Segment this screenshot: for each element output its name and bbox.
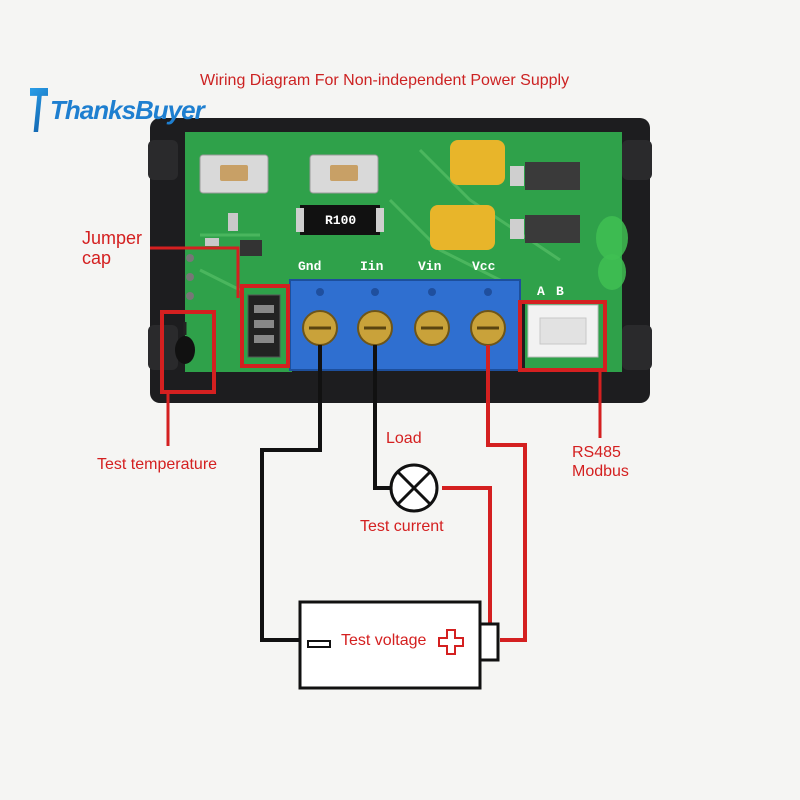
terminal-label-gnd: Gnd [298, 259, 322, 274]
smd-component [240, 240, 262, 256]
gnd-wire [260, 345, 322, 642]
housing-clip [622, 325, 652, 370]
terminal-label-vcc: Vcc [472, 259, 496, 274]
test-temperature-label: Test temperature [97, 456, 218, 473]
terminal-screw-holes [316, 288, 492, 296]
rs485-connector-socket [539, 317, 587, 345]
rs485-pin-a: A [537, 284, 545, 299]
tactile-button-cap [220, 165, 248, 181]
diagram-title: Wiring Diagram For Non-independent Power… [200, 72, 570, 89]
jumper-highlight-box [240, 284, 290, 368]
terminal-screws [302, 310, 506, 346]
rs485-pin-b: B [556, 284, 564, 299]
sensor-highlight-box [160, 310, 216, 394]
led-indicator [596, 216, 628, 260]
jumper-pin [254, 320, 274, 328]
housing-clip [148, 140, 178, 180]
minus-sign-icon [307, 640, 331, 648]
iin-wire [373, 345, 390, 490]
terminal-label-iin: Iin [360, 259, 384, 274]
led-indicator [598, 254, 626, 290]
load-lamp-cross [396, 470, 432, 506]
capacitor [450, 140, 505, 185]
jumper-pin [254, 335, 274, 343]
test-voltage-label: Test voltage [341, 632, 427, 649]
resistor-pad [376, 208, 384, 232]
rs485-highlight-box [518, 300, 607, 372]
smd-component [228, 213, 238, 231]
load-label: Load [386, 430, 422, 447]
jumper-cap-label: Jumper cap [82, 228, 142, 268]
jumper-cap-label-line2: cap [82, 248, 112, 268]
shunt-resistor [300, 205, 380, 235]
pcb-board [185, 132, 622, 372]
capacitor [430, 205, 495, 250]
resistor-pad [296, 208, 304, 232]
diode-pad [510, 219, 524, 239]
diode [525, 162, 580, 190]
resistor-label: R100 [325, 213, 357, 228]
brand-logo: ThanksBuyer [30, 88, 205, 132]
test-current-label: Test current [360, 518, 444, 535]
load-wire [442, 486, 492, 630]
smd-component [205, 238, 219, 246]
jumper-pin [254, 305, 274, 313]
housing-clip [622, 140, 652, 180]
diode-pad [510, 166, 524, 186]
jumper-cap-label-line1: Jumper [82, 228, 143, 248]
jumper-leader-line [150, 246, 240, 298]
temperature-sensor [175, 336, 195, 364]
terminal-label-vin: Vin [418, 259, 442, 274]
brand-logo-icon [30, 88, 48, 132]
rs485-label-line1: RS485 [572, 444, 621, 461]
pin-header [186, 254, 194, 300]
rs485-modbus-label: RS485 Modbus [572, 443, 629, 481]
battery-terminal [478, 622, 500, 662]
rs485-label-line2: Modbus [572, 463, 629, 480]
diode [525, 215, 580, 243]
vcc-wire [486, 345, 527, 642]
tactile-button-cap [330, 165, 358, 181]
brand-name: ThanksBuyer [50, 94, 205, 125]
plus-sign-icon [438, 629, 464, 655]
